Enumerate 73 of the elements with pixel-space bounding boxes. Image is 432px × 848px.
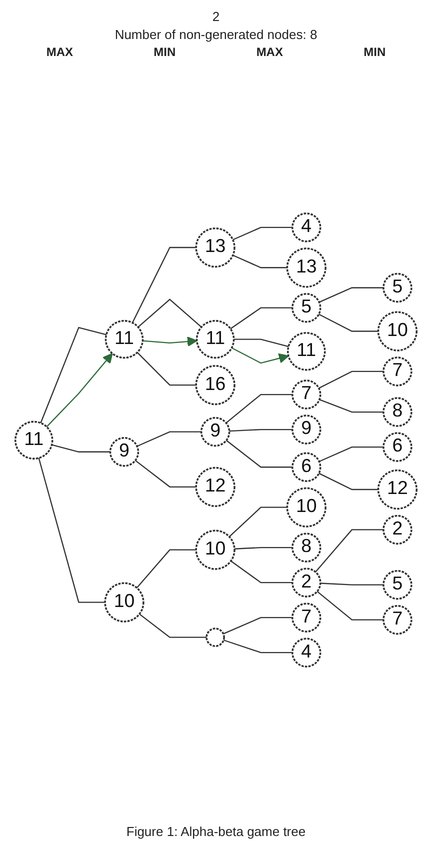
connector — [318, 472, 378, 490]
node-circle: 10 — [286, 487, 326, 528]
node-circle: 11 — [104, 320, 144, 359]
node-circle: 16 — [195, 365, 236, 406]
page-number: 2 — [211, 9, 221, 24]
connector — [136, 549, 196, 588]
node-circle: 5 — [382, 570, 412, 600]
node-circle: 9 — [109, 437, 140, 467]
node-circle: 2 — [292, 568, 322, 598]
connector — [134, 460, 196, 488]
arrow — [142, 336, 198, 347]
arrow — [46, 353, 113, 428]
connector — [232, 226, 292, 240]
connector — [132, 246, 196, 323]
node-circle: 9 — [292, 414, 322, 444]
node-circle — [206, 628, 225, 647]
node-circle: 9 — [200, 416, 230, 447]
node-circle: 10 — [104, 582, 144, 622]
node-circle: 12 — [195, 466, 236, 507]
connector — [226, 394, 292, 424]
node-circle: 11 — [196, 320, 235, 359]
node-circle: 7 — [292, 380, 322, 410]
connector — [316, 590, 384, 620]
connector — [138, 298, 202, 328]
connector — [315, 529, 384, 572]
level-label: MIN — [364, 45, 386, 59]
node-circle: 11 — [14, 420, 54, 460]
level-label: MAX — [256, 45, 283, 59]
connector — [136, 431, 202, 447]
node-circle: 10 — [195, 530, 236, 570]
node-circle: 7 — [382, 604, 412, 635]
arrow — [231, 347, 289, 364]
node-circle: 13 — [195, 227, 236, 268]
connector — [223, 640, 292, 654]
level-label: MAX — [46, 45, 73, 59]
figure-caption: Figure 1: Alpha-beta game tree — [126, 824, 306, 839]
node-circle: 12 — [377, 469, 418, 510]
connector — [234, 338, 289, 348]
connector — [223, 617, 292, 634]
node-circle: 7 — [292, 602, 322, 632]
connector — [318, 287, 384, 303]
node-circle: 13 — [286, 248, 326, 288]
connector — [228, 506, 288, 538]
connector — [230, 560, 292, 584]
connector — [226, 440, 292, 468]
connector — [229, 428, 292, 432]
node-circle: 8 — [292, 532, 322, 562]
connector — [234, 546, 292, 550]
connector — [318, 314, 378, 332]
node-circle: 4 — [292, 638, 322, 668]
node-circle: 5 — [292, 292, 322, 323]
connector — [52, 444, 110, 452]
node-circle: 4 — [292, 212, 322, 242]
connector — [230, 307, 292, 330]
connector — [320, 582, 384, 586]
connector — [38, 458, 106, 603]
node-circle: 10 — [377, 311, 418, 352]
node-circle: 6 — [382, 432, 412, 462]
connector — [318, 370, 384, 389]
connector — [232, 254, 288, 268]
node-circle: 6 — [292, 452, 322, 482]
node-circle: 11 — [287, 332, 326, 371]
node-circle: 2 — [382, 514, 412, 545]
connector — [40, 326, 106, 424]
level-label: MIN — [154, 45, 176, 59]
connector — [136, 352, 196, 386]
node-circle: 5 — [382, 272, 412, 303]
connector — [319, 399, 384, 413]
note-text: Number of non-generated nodes: 8 — [114, 27, 318, 42]
connector — [139, 614, 207, 638]
node-circle: 8 — [382, 397, 412, 427]
connector — [318, 446, 384, 462]
node-circle: 7 — [382, 356, 412, 386]
